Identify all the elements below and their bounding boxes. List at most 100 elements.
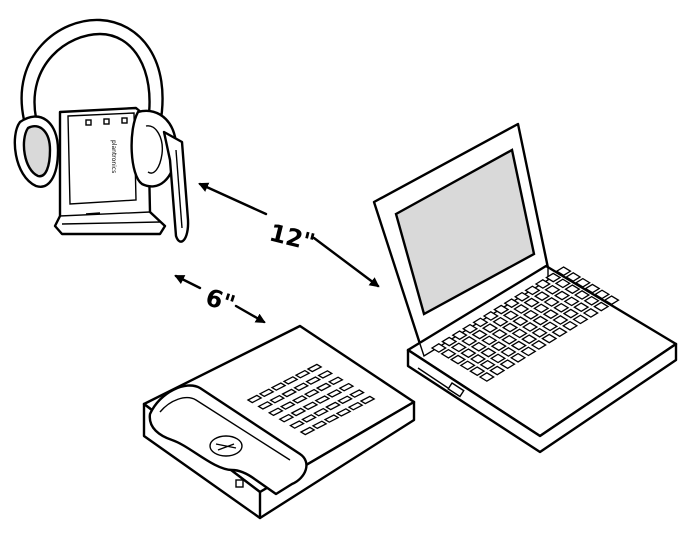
phone-key [317,370,334,379]
phone-key [281,388,298,398]
laptop-key [482,311,499,321]
laptop-key [554,278,571,289]
phone-key [337,395,353,405]
laptop-key [479,359,496,370]
laptop-key [510,340,527,351]
laptop-key [450,342,467,353]
laptop-key [561,320,579,331]
phone-key [299,426,316,436]
phone-key [279,401,296,410]
phone-key [293,382,310,392]
laptop-key [562,308,579,319]
laptop-key [492,316,509,327]
phone-key [314,395,331,404]
phone-key [294,369,311,379]
phone-key [311,420,328,430]
phone-key [269,394,286,404]
phone-key [258,388,275,398]
laptop-key [555,266,572,277]
laptop-key [451,330,468,341]
headset-with-base-icon: plantronics [13,18,190,243]
laptop-key [501,322,519,333]
laptop-key [530,340,547,350]
laptop-key [532,315,549,326]
laptop-key [478,372,495,382]
laptop-key [491,329,508,339]
laptop-key [603,295,620,306]
laptop-key [563,296,580,307]
laptop-key [523,297,540,308]
laptop-key [461,323,479,334]
laptop-key [441,336,458,347]
laptop-icon [372,122,678,454]
phone-key [303,388,320,398]
laptop-key [480,347,497,358]
laptop-key [469,354,487,364]
laptop-key [521,322,539,332]
phone-key [315,382,332,392]
laptop-key [513,291,531,302]
phone-keypad [246,363,376,436]
laptop-key [503,298,520,309]
laptop-key [553,290,571,301]
phone-key [290,407,307,417]
phone-key [327,376,344,386]
desk-phone-icon [142,324,416,520]
phone-key [282,376,299,385]
laptop-key [582,308,599,318]
phone-key [347,401,364,411]
laptop-key [593,301,610,312]
phone-key [301,414,317,423]
laptop-keyboard [430,266,620,382]
phone-key [359,395,376,405]
laptop-key [471,329,488,340]
laptop-key [533,291,551,302]
laptop-key [501,334,518,345]
laptop-key [593,289,611,300]
laptop-key [513,304,530,314]
laptop-key [543,297,560,307]
laptop-key [541,321,559,332]
phone-key [325,401,341,411]
laptop-key [520,346,537,357]
laptop-key [572,314,589,325]
phone-key [267,407,284,417]
laptop-key [469,366,486,377]
phone-key [302,401,319,411]
laptop-key [542,309,559,320]
base-brand-label: plantronics [110,140,117,173]
phone-key [335,408,352,417]
laptop-key [583,295,600,306]
laptop-key [544,284,561,295]
laptop-key [534,279,551,289]
laptop-key [493,304,510,315]
laptop-key [511,328,528,339]
laptop-key [472,317,489,328]
laptop-key [574,277,591,288]
phone-key [349,389,365,398]
laptop-key [490,341,507,352]
laptop-key [564,284,581,295]
phone-key [270,382,287,391]
phone-key [289,420,305,429]
laptop-key [499,359,516,370]
phone-key [291,395,308,404]
phone-key [278,413,295,423]
laptop-key [573,302,590,313]
laptop-key [461,336,478,346]
laptop-key [500,347,517,357]
laptop-key [584,283,601,294]
laptop-key [502,310,519,321]
laptop-key [565,272,582,282]
laptop-key [524,285,541,296]
laptop-key [551,327,568,338]
laptop-key [531,327,548,338]
laptop-key [460,348,477,359]
phone-key [305,376,322,385]
laptop-key [512,316,529,327]
laptop-key [533,303,550,314]
phone-key [257,401,274,410]
laptop-key [489,353,507,364]
